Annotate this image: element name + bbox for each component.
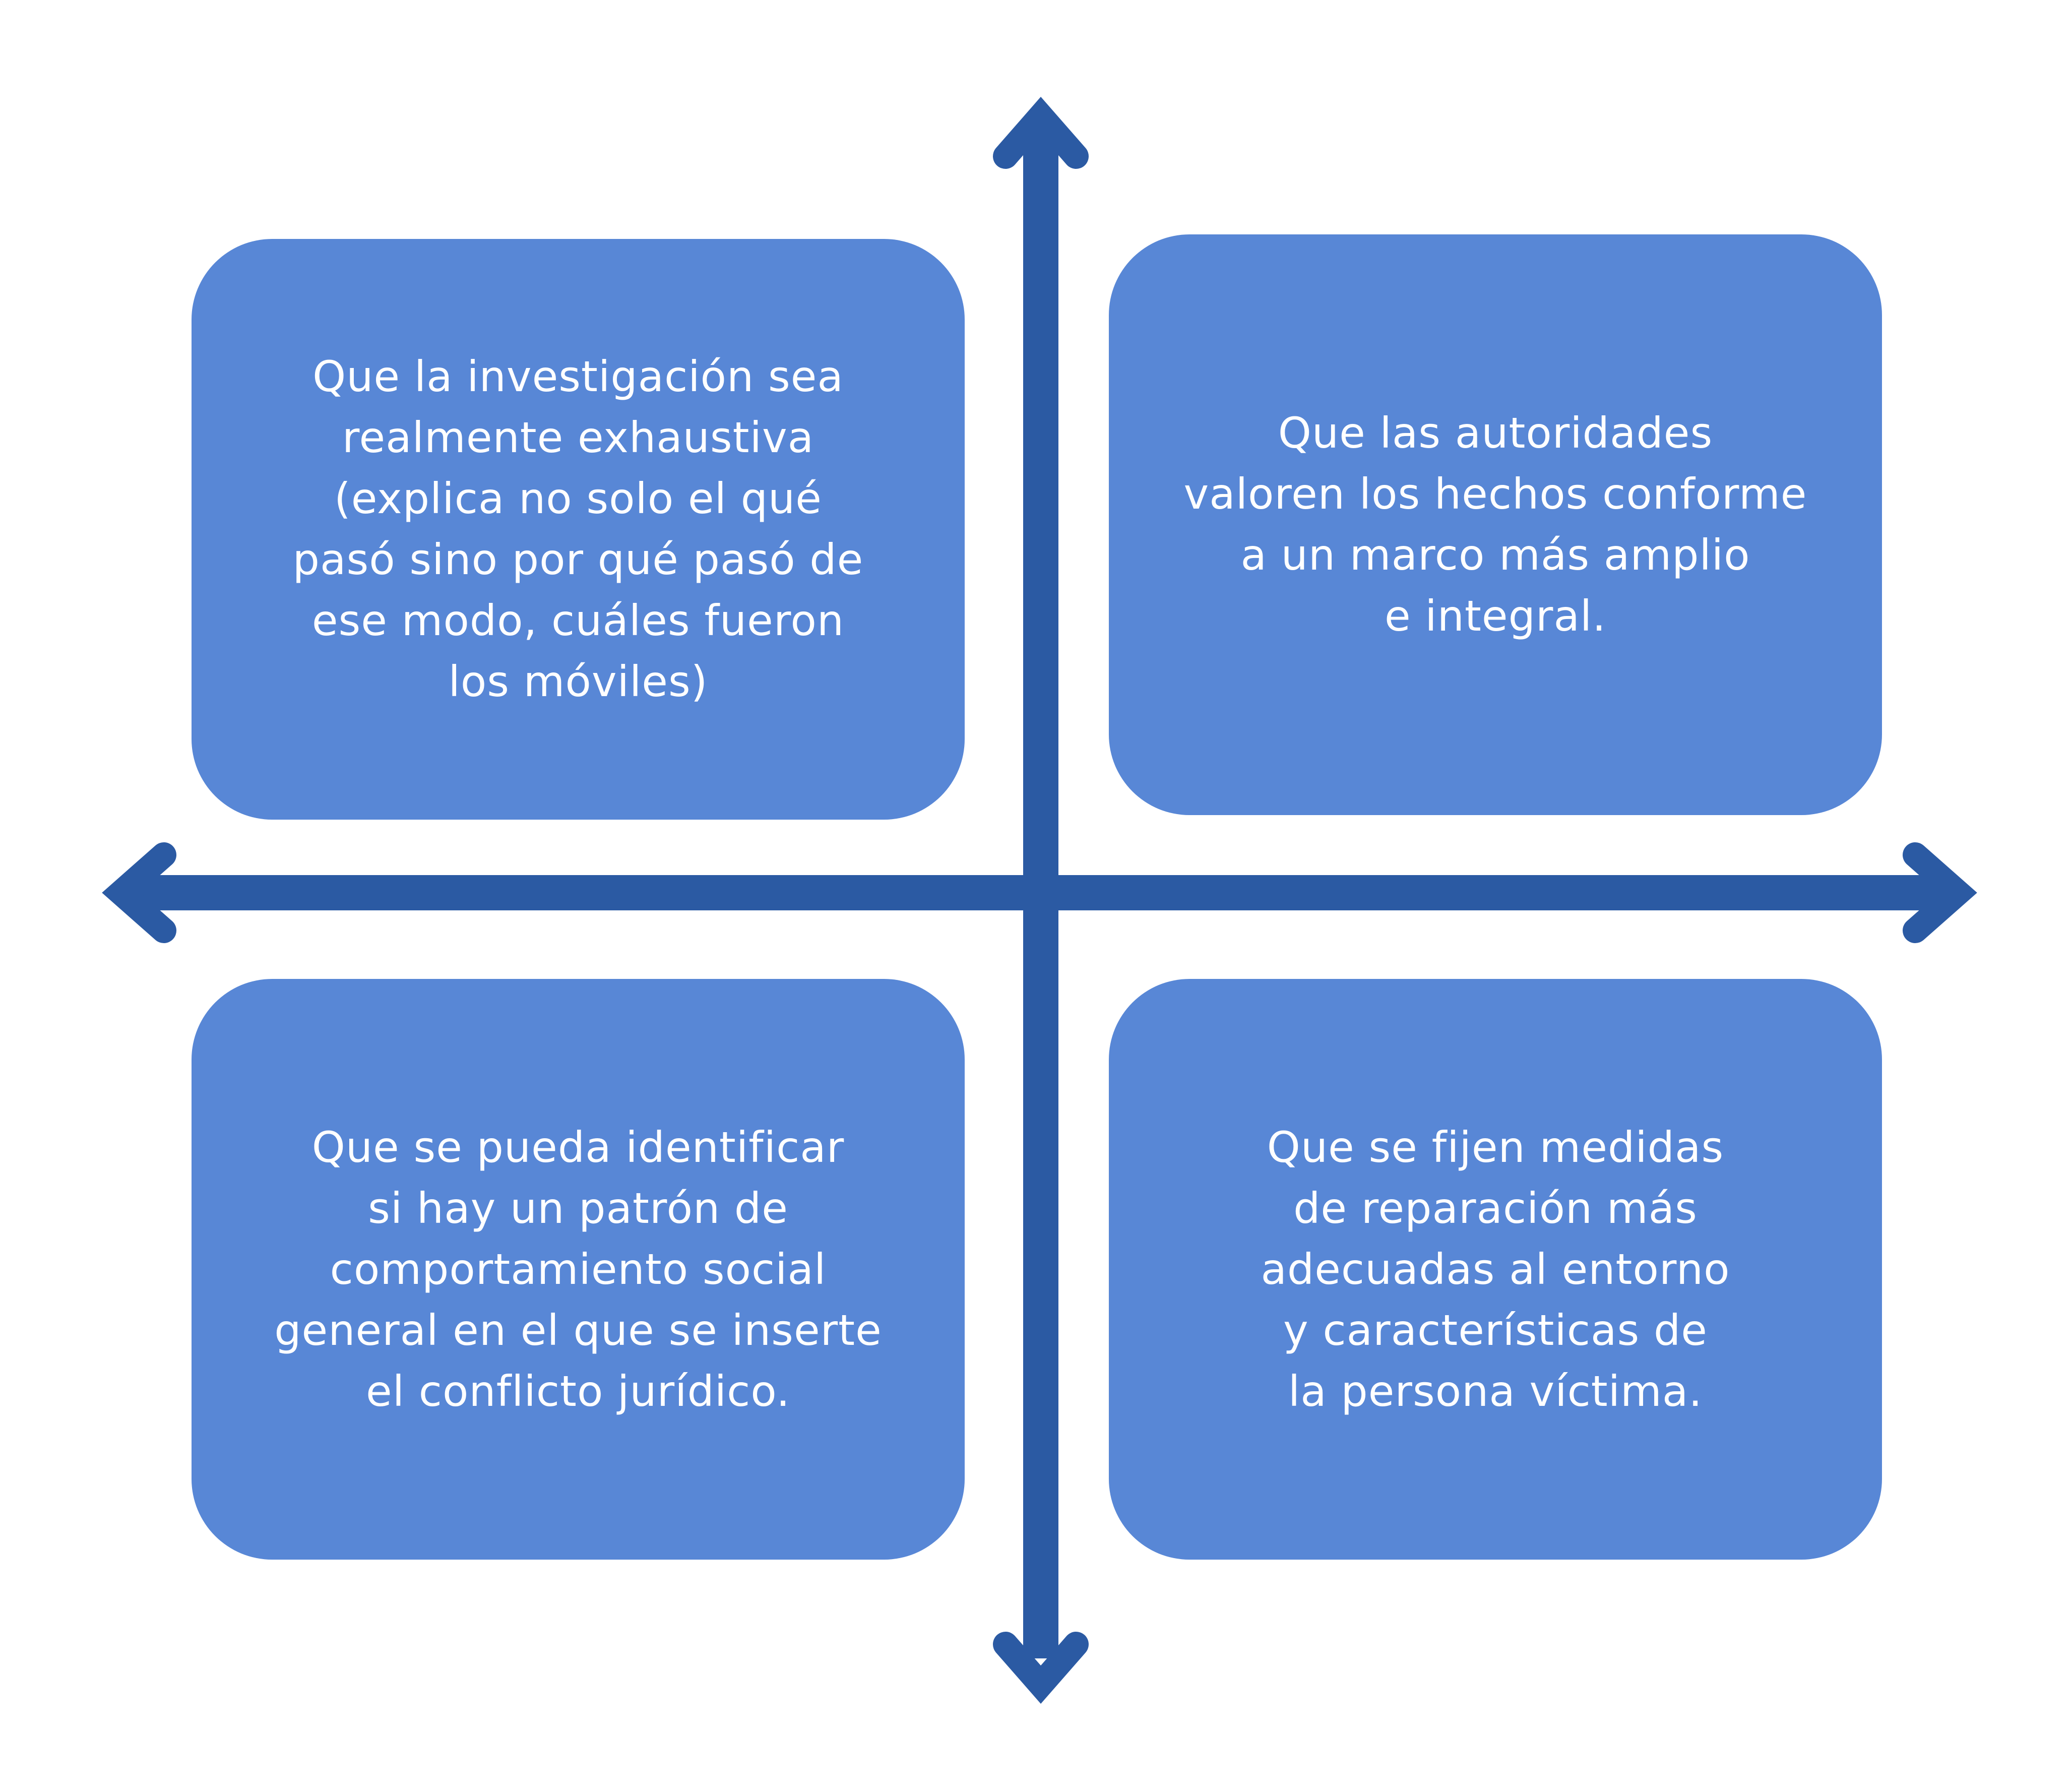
horizontal-axis [102, 842, 1977, 943]
arrow-left-icon [102, 842, 176, 943]
arrow-down-icon [993, 1632, 1089, 1704]
quadrant-box-top-left: Que la investigación sea realmente exhau… [192, 239, 965, 820]
quadrant-box-top-right: Que las autoridades valoren los hechos c… [1109, 234, 1882, 815]
quadrant-box-bottom-right: Que se fijen medidas de reparación más a… [1109, 979, 1882, 1560]
horizontal-axis-line [131, 875, 1945, 910]
arrow-up-icon [993, 97, 1089, 169]
quadrant-box-bottom-left: Que se pueda identificar si hay un patró… [192, 979, 965, 1560]
arrow-right-icon [1903, 842, 1977, 943]
